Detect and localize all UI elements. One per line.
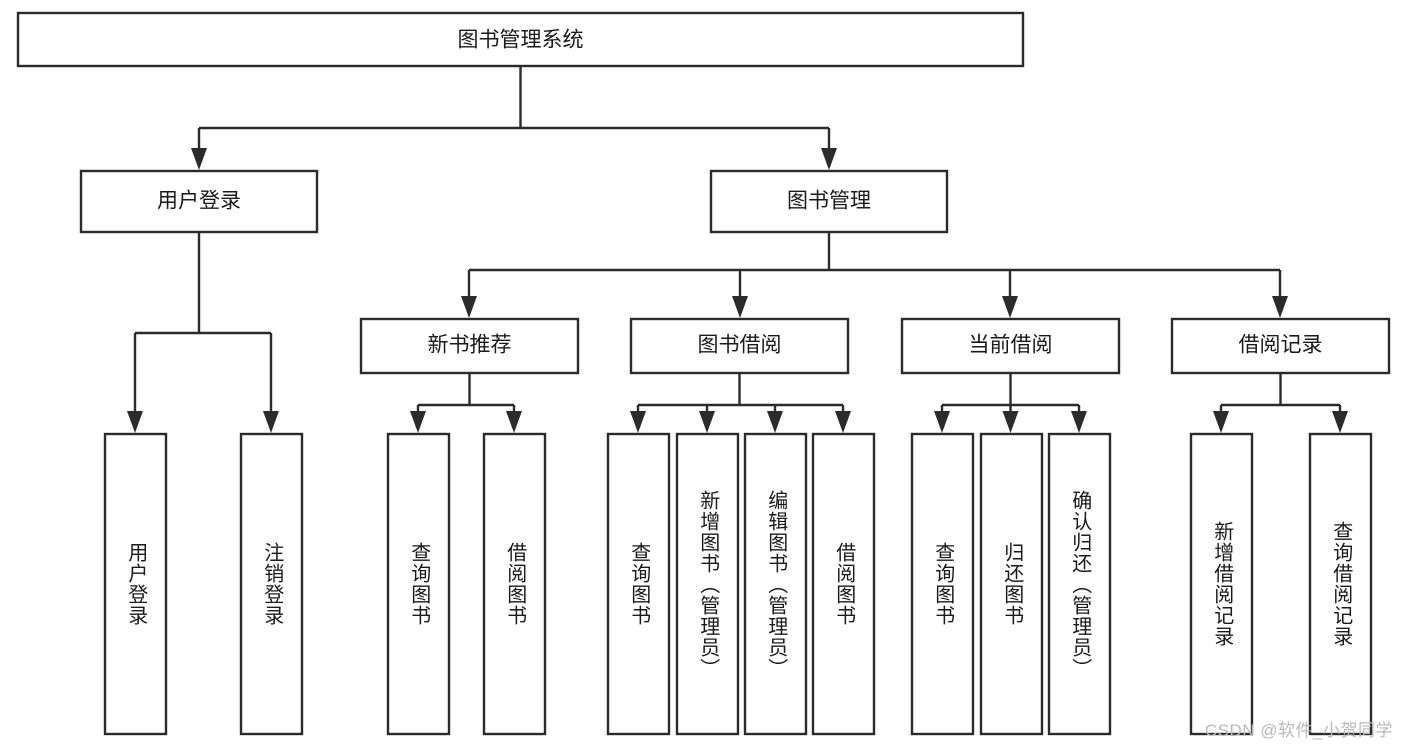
arrow-head-icon (821, 148, 837, 170)
arrow-head-icon (835, 411, 851, 433)
node-current-borrow-box[interactable] (900, 317, 1121, 375)
leaf-box-confirm-return-admin[interactable] (1047, 432, 1112, 736)
connector-root-to-level2 (191, 66, 837, 170)
arrow-head-icon (1272, 296, 1288, 318)
leaf-box-query-book-1[interactable] (386, 432, 451, 736)
node-user-login-box[interactable] (79, 169, 319, 234)
arrow-head-icon (461, 296, 477, 318)
node-root-label: 图书管理系统 (458, 29, 584, 52)
leaf-box-query-book-3[interactable] (910, 432, 975, 736)
arrow-head-icon (732, 296, 748, 318)
connector-user-login-to-leaves (127, 232, 279, 433)
node-book-borrow-label: 图书借阅 (698, 334, 782, 357)
node-borrow-record[interactable]: 借阅记录 (1170, 317, 1391, 375)
arrow-head-icon (1002, 296, 1018, 318)
node-book-borrow[interactable]: 图书借阅 (629, 317, 850, 375)
connector-current-borrow-to-leaves (934, 373, 1087, 433)
arrow-head-icon (699, 411, 715, 433)
arrow-head-icon (1002, 411, 1019, 433)
leaf-box-user-login[interactable] (103, 432, 168, 736)
leaf-box-add-borrow-record[interactable] (1189, 432, 1254, 736)
watermark-text: CSDN @软件_小贺同学 (1204, 721, 1393, 740)
arrow-head-icon (1071, 411, 1087, 433)
leaf-box-add-book-admin[interactable] (675, 432, 740, 736)
node-new-book-recommend-box[interactable] (359, 317, 580, 375)
connector-book-borrow-to-leaves (630, 373, 851, 433)
leaf-box-return-book[interactable] (979, 432, 1044, 736)
arrow-head-icon (191, 148, 207, 170)
arrow-head-icon (127, 411, 143, 433)
node-borrow-record-label: 借阅记录 (1239, 334, 1323, 357)
leaf-box-borrow-book-2[interactable] (811, 432, 876, 736)
connector-book-manage-to-level3 (461, 232, 1288, 318)
leaf-box-edit-book-admin[interactable] (743, 432, 808, 736)
node-new-book-recommend[interactable]: 新书推荐 (359, 317, 580, 375)
leaf-box-borrow-book-1[interactable] (482, 432, 547, 736)
node-root-box[interactable] (16, 11, 1025, 68)
leaf-box-query-book-2[interactable] (606, 432, 671, 736)
arrow-head-icon (630, 411, 646, 433)
arrow-head-icon (934, 411, 950, 433)
node-current-borrow-label: 当前借阅 (969, 334, 1053, 357)
arrow-head-icon (1332, 411, 1348, 433)
connector-new-book-recommend-to-leaves (410, 373, 522, 433)
leaf-box-query-borrow-record[interactable] (1308, 432, 1373, 736)
leaf-box-logout[interactable] (239, 432, 304, 736)
arrow-head-icon (767, 411, 783, 433)
node-current-borrow[interactable]: 当前借阅 (900, 317, 1121, 375)
arrow-head-icon (506, 411, 522, 433)
arrow-head-icon (263, 411, 279, 433)
node-user-login[interactable]: 用户登录 (79, 169, 319, 234)
node-root[interactable]: 图书管理系统 (16, 11, 1025, 68)
node-user-login-label: 用户登录 (157, 190, 241, 213)
node-new-book-recommend-label: 新书推荐 (428, 334, 512, 357)
node-book-manage-label: 图书管理 (787, 190, 871, 213)
connector-borrow-record-to-leaves (1213, 373, 1348, 433)
arrow-head-icon (1213, 411, 1229, 433)
node-book-manage[interactable]: 图书管理 (709, 169, 949, 234)
arrow-head-icon (410, 411, 426, 433)
